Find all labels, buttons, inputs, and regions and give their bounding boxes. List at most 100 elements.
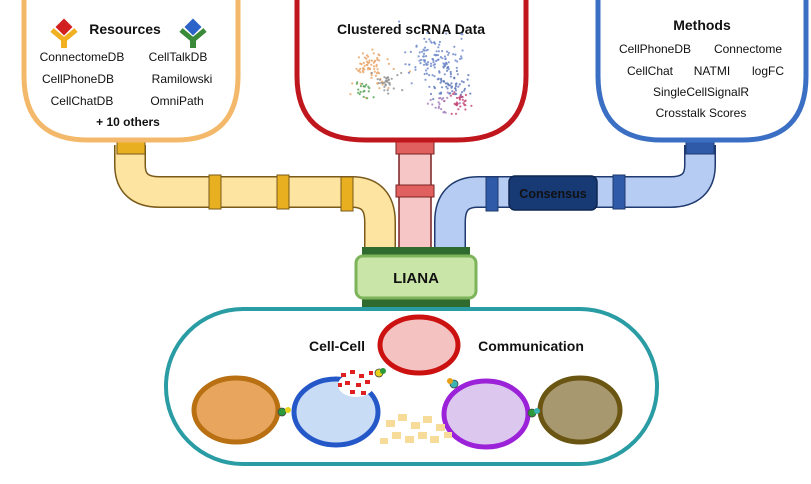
- umap-point: [454, 112, 458, 115]
- umap-point: [387, 76, 390, 79]
- umap-point: [461, 49, 464, 52]
- umap-point: [445, 32, 448, 35]
- umap-point: [357, 56, 360, 59]
- umap-point: [470, 104, 473, 107]
- umap-point: [461, 98, 464, 101]
- umap-point: [437, 101, 440, 104]
- umap-point: [424, 78, 427, 81]
- ligand-cloud-red: [338, 370, 374, 397]
- umap-point: [442, 62, 445, 65]
- umap-point: [375, 72, 378, 75]
- umap-point: [453, 76, 456, 79]
- umap-point: [355, 67, 358, 70]
- umap-point: [386, 89, 389, 92]
- umap-point: [439, 81, 442, 84]
- umap-point: [380, 81, 383, 84]
- umap-point: [458, 83, 461, 86]
- umap-point: [449, 72, 452, 76]
- umap-point: [371, 48, 374, 51]
- umap-point: [454, 85, 457, 88]
- umap-point: [446, 69, 449, 72]
- umap-point: [368, 61, 371, 64]
- umap-point: [435, 53, 438, 57]
- communication-label-right: Communication: [478, 338, 584, 354]
- umap-point: [415, 45, 418, 48]
- umap-point: [359, 62, 362, 65]
- umap-point: [426, 102, 429, 105]
- methods-title: Methods: [673, 17, 731, 33]
- umap-point: [361, 82, 364, 85]
- umap-point: [418, 59, 421, 62]
- umap-point: [454, 53, 457, 56]
- method-item: logFC: [752, 64, 784, 78]
- umap-point: [392, 87, 395, 90]
- liana-label: LIANA: [393, 270, 439, 287]
- umap-point: [429, 65, 433, 68]
- umap-point: [422, 48, 425, 51]
- consensus-label: Consensus: [519, 187, 586, 201]
- umap-point: [454, 103, 458, 106]
- umap-point: [461, 91, 464, 94]
- umap-point: [368, 68, 372, 71]
- umap-point: [436, 78, 439, 81]
- umap-point: [463, 100, 466, 103]
- data-panel-title: Clustered scRNA Data: [337, 21, 485, 37]
- umap-point: [386, 58, 389, 61]
- umap-point: [438, 43, 441, 46]
- umap-point: [454, 59, 457, 62]
- umap-point: [424, 69, 428, 72]
- umap-point: [443, 99, 446, 102]
- umap-point: [365, 83, 368, 86]
- umap-point: [458, 57, 462, 61]
- resource-item: CellChatDB: [51, 94, 114, 108]
- umap-point: [469, 92, 472, 95]
- umap-point: [461, 33, 464, 36]
- umap-point: [458, 102, 461, 105]
- umap-point: [435, 60, 438, 63]
- umap-point: [361, 69, 364, 72]
- umap-point: [455, 69, 458, 73]
- liana-box: LIANA: [354, 247, 478, 307]
- umap-point: [420, 58, 423, 62]
- umap-point: [455, 101, 458, 104]
- umap-point: [456, 60, 459, 63]
- umap-point: [384, 83, 387, 86]
- umap-point: [433, 41, 436, 44]
- umap-point: [370, 63, 373, 66]
- umap-point: [359, 67, 362, 70]
- umap-point: [362, 61, 365, 64]
- method-item: NATMI: [694, 64, 730, 78]
- umap-point: [388, 82, 391, 85]
- umap-point: [437, 106, 440, 110]
- umap-point: [378, 54, 381, 57]
- umap-point: [429, 92, 433, 96]
- umap-point: [417, 55, 420, 58]
- umap-point: [387, 92, 390, 95]
- umap-point: [446, 66, 449, 69]
- resources-pipe: [114, 139, 396, 250]
- umap-point: [455, 82, 458, 85]
- umap-point: [370, 74, 373, 77]
- umap-point: [433, 75, 436, 78]
- umap-point: [460, 57, 463, 60]
- umap-point: [429, 62, 433, 65]
- umap-point: [441, 50, 444, 53]
- umap-point: [435, 50, 438, 53]
- umap-point: [453, 91, 456, 94]
- umap-point: [357, 91, 360, 94]
- umap-point: [377, 82, 380, 85]
- umap-point: [457, 85, 460, 88]
- umap-point: [419, 62, 422, 65]
- umap-point: [425, 55, 428, 58]
- umap-point: [467, 84, 471, 87]
- umap-point: [444, 58, 447, 61]
- umap-point: [441, 57, 444, 60]
- umap-point: [464, 104, 467, 107]
- umap-point: [457, 108, 460, 111]
- umap-point: [450, 85, 454, 88]
- umap-point: [357, 88, 360, 91]
- umap-point: [454, 89, 458, 92]
- umap-point: [351, 82, 354, 85]
- umap-point: [359, 85, 362, 88]
- method-item: SingleCellSignalR: [653, 85, 749, 99]
